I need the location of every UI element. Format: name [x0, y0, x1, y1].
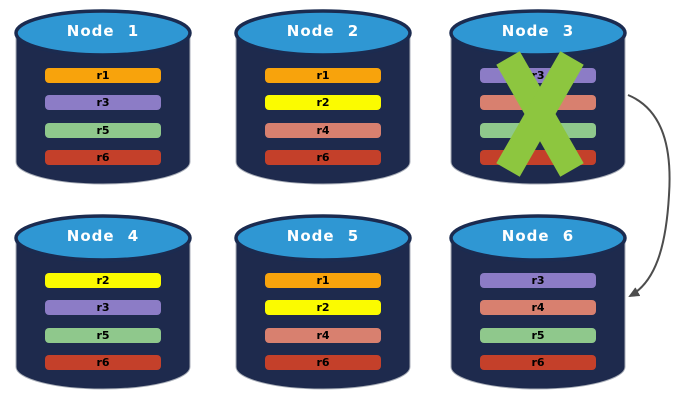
replica-bar: r4 [480, 300, 596, 315]
replica-bar: r3 [45, 95, 161, 110]
replica-bar: r5 [480, 328, 596, 343]
db-node-1: Node 1 r1 r3 r5 r6 [13, 9, 193, 185]
node-label: Node 1 [66, 22, 140, 40]
node-label: Node 2 [286, 22, 360, 40]
replica-bar: r2 [265, 300, 381, 315]
db-node-3: Node 3 r3 [448, 9, 628, 185]
replica-bar: r3 [480, 273, 596, 288]
node-label: Node 4 [66, 227, 140, 245]
db-node-6: Node 6 r3 r4 r5 r6 [448, 214, 628, 390]
replica-bar: r1 [265, 273, 381, 288]
db-node-5: Node 5 r1 r2 r4 r6 [233, 214, 413, 390]
failure-x-icon [496, 51, 584, 177]
node-label: Node 5 [286, 227, 360, 245]
replica-bar: r6 [45, 355, 161, 370]
replica-bar: r1 [45, 68, 161, 83]
replica-bar: r6 [265, 355, 381, 370]
node-label: Node 3 [501, 22, 575, 40]
replica-bar: r6 [265, 150, 381, 165]
replica-bar: r2 [265, 95, 381, 110]
replica-bar: r1 [265, 68, 381, 83]
replica-bar: r3 [45, 300, 161, 315]
db-node-2: Node 2 r1 r2 r4 r6 [233, 9, 413, 185]
replica-bar: r4 [265, 328, 381, 343]
replica-bar: r6 [45, 150, 161, 165]
failover-arrow-path [627, 94, 671, 297]
replica-bar: r5 [45, 123, 161, 138]
db-node-4: Node 4 r2 r3 r5 r6 [13, 214, 193, 390]
replica-bar: r4 [265, 123, 381, 138]
replica-bar: r6 [480, 355, 596, 370]
node-label: Node 6 [501, 227, 575, 245]
replica-bar: r5 [45, 328, 161, 343]
replica-bar: r2 [45, 273, 161, 288]
